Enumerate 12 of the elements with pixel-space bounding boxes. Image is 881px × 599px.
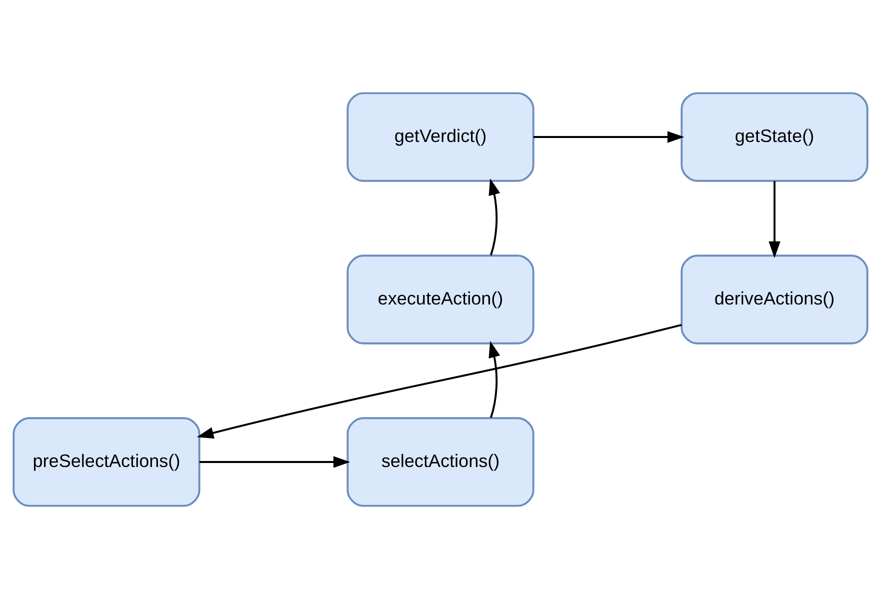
node-box: deriveActions() <box>680 254 868 344</box>
arrow <box>768 181 780 258</box>
node-box: getState() <box>680 92 868 182</box>
arrow <box>488 340 500 418</box>
arrow <box>488 178 500 256</box>
arrow <box>533 131 684 143</box>
node-box: selectActions() <box>346 417 534 507</box>
node-box: getVerdict() <box>346 92 534 182</box>
arrow <box>196 324 682 439</box>
node-box: executeAction() <box>346 254 534 344</box>
arrow <box>199 456 350 468</box>
node-box: preSelectActions() <box>12 417 200 507</box>
